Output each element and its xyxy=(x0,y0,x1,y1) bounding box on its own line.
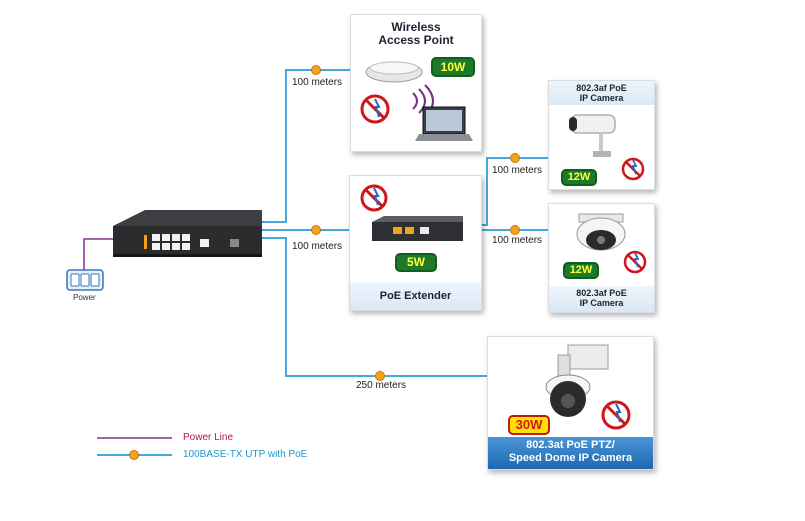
card-title-line1: 802.3af PoE xyxy=(576,83,627,93)
card-title-line2: IP Camera xyxy=(579,298,624,308)
card-title-line1: 802.3at PoE PTZ/ xyxy=(526,439,615,451)
card-title: PoE Extender xyxy=(350,282,481,310)
legend-utp-label: 100BASE-TX UTP with PoE xyxy=(183,449,308,460)
access-point-icon xyxy=(360,61,473,141)
card-title-line2: Access Point xyxy=(378,33,454,47)
power-line xyxy=(83,238,113,270)
poe-dot xyxy=(311,65,321,75)
card-title-line2: IP Camera xyxy=(579,93,624,103)
distance-label-extender: 100 meters xyxy=(292,241,343,252)
ptz-camera-icon xyxy=(545,344,631,430)
ptz-camera-card: 30W 802.3at PoE PTZ/ Speed Dome IP Camer… xyxy=(487,336,654,470)
switch-ports xyxy=(152,234,239,250)
poe-extender-card: 5W PoE Extender xyxy=(349,175,482,311)
bullet-camera-icon xyxy=(569,114,645,181)
ip-camera-top-card: 802.3af PoE IP Camera 12W xyxy=(548,80,655,190)
poe-dot xyxy=(510,225,520,235)
card-title-line1: Wireless xyxy=(391,20,441,34)
poe-extender-icon xyxy=(360,184,463,241)
card-title-line2: Speed Dome IP Camera xyxy=(508,452,633,464)
distance-label-camera-dome: 100 meters xyxy=(492,235,543,246)
distance-label-camera-top: 100 meters xyxy=(492,165,543,176)
power-badge: 30W xyxy=(508,415,550,435)
power-badge: 12W xyxy=(561,169,597,186)
distance-label-ptz: 250 meters xyxy=(356,380,407,391)
power-label: Power xyxy=(73,293,96,302)
power-badge: 10W xyxy=(431,57,475,77)
power-badge: 5W xyxy=(395,253,437,272)
legend-power-line-label: Power Line xyxy=(183,432,234,443)
poe-dot xyxy=(375,371,385,381)
poe-dot xyxy=(311,225,321,235)
ip-camera-dome-card: 12W 802.3af PoE IP Camera xyxy=(548,203,655,313)
wireless-ap-card: Wireless Access Point 10W xyxy=(350,14,482,152)
power-badge: 12W xyxy=(563,262,599,279)
card-title-line1: 802.3af PoE xyxy=(576,288,627,298)
dome-camera-icon xyxy=(576,213,647,274)
legend-poe-dot xyxy=(129,450,139,460)
utp-line-ptz xyxy=(262,237,487,377)
poe-dot xyxy=(510,153,520,163)
distance-label-ap: 100 meters xyxy=(292,77,343,88)
